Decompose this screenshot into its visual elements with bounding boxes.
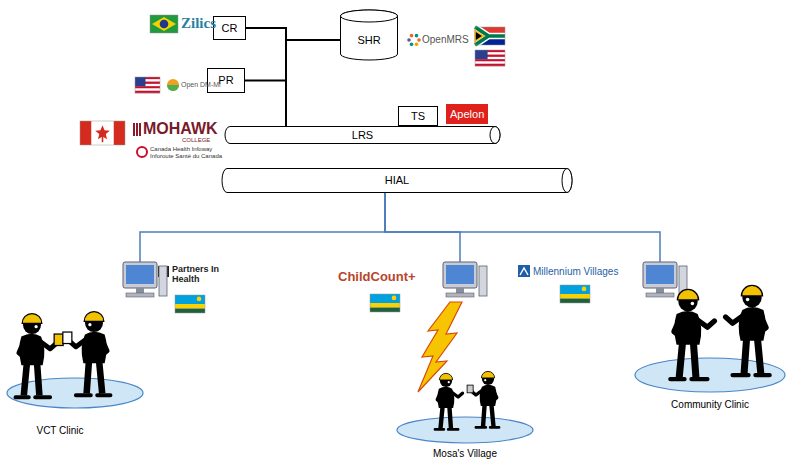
flag-icon bbox=[475, 50, 505, 66]
node-label: HIAL bbox=[385, 174, 409, 186]
service-box: TS bbox=[398, 106, 438, 126]
registry-box: PR bbox=[207, 68, 245, 93]
person-figure bbox=[726, 285, 770, 375]
computer-icon bbox=[123, 262, 167, 297]
logo-text: OpenMRS bbox=[422, 34, 469, 45]
node-label: SHR bbox=[357, 34, 380, 46]
flag-icon bbox=[475, 27, 505, 45]
registry-box: CR bbox=[213, 16, 246, 40]
logo-text: Partners In Health bbox=[172, 265, 224, 285]
node-label: CR bbox=[222, 22, 238, 34]
layer-pipe: HIAL bbox=[222, 168, 572, 193]
connector-line bbox=[245, 81, 286, 127]
person-figure bbox=[467, 371, 499, 427]
logo-text: COLLEGE bbox=[182, 137, 210, 144]
logo-icon bbox=[518, 265, 530, 277]
flag-icon bbox=[135, 77, 160, 93]
person-figure bbox=[670, 289, 714, 379]
site-area: VCT Clinic bbox=[5, 262, 255, 437]
logo-text: Open DM-Mi bbox=[181, 81, 221, 89]
connector-line bbox=[385, 193, 660, 262]
site-label: Mosa's Village bbox=[433, 448, 497, 459]
connector-line bbox=[385, 193, 460, 262]
site-label: Community Clinic bbox=[671, 399, 749, 410]
logo-text: Apelon bbox=[446, 104, 488, 124]
flag-icon bbox=[80, 121, 125, 145]
logo-text: Inforoute Santé du Canada bbox=[150, 153, 222, 160]
person-figure bbox=[16, 314, 64, 398]
site-area: Community Clinic bbox=[505, 262, 782, 412]
site-label: VCT Clinic bbox=[36, 425, 83, 436]
logo-icon bbox=[137, 147, 147, 157]
computer-icon bbox=[443, 262, 487, 297]
person-figure bbox=[435, 373, 463, 429]
site-area: Mosa's Village bbox=[395, 262, 540, 462]
connector-line bbox=[286, 40, 340, 126]
site-ground bbox=[397, 417, 533, 443]
logo-text: Canada Health Infoway bbox=[150, 146, 212, 153]
logo-text: ChildCount+ bbox=[338, 270, 416, 284]
database-cylinder: SHR bbox=[340, 10, 398, 60]
flag-icon bbox=[150, 15, 178, 33]
person-figure bbox=[63, 312, 111, 396]
node-label: LRS bbox=[352, 129, 373, 141]
flag-icon bbox=[175, 295, 205, 313]
logo-icon bbox=[167, 79, 179, 91]
logo-icon bbox=[133, 123, 141, 136]
node-label: TS bbox=[411, 110, 425, 122]
wireless-bolt bbox=[418, 302, 462, 392]
logo-text: Millennium Villages bbox=[533, 266, 618, 277]
flag-icon bbox=[370, 294, 400, 312]
logo-text: MOHAWK bbox=[143, 120, 218, 138]
flag-icon bbox=[560, 285, 590, 303]
connector-line bbox=[140, 193, 385, 262]
connector-line bbox=[246, 28, 286, 126]
service-pipe: LRS bbox=[225, 126, 500, 144]
logo-icon bbox=[407, 34, 421, 46]
logo-text: Zilics bbox=[181, 15, 216, 32]
